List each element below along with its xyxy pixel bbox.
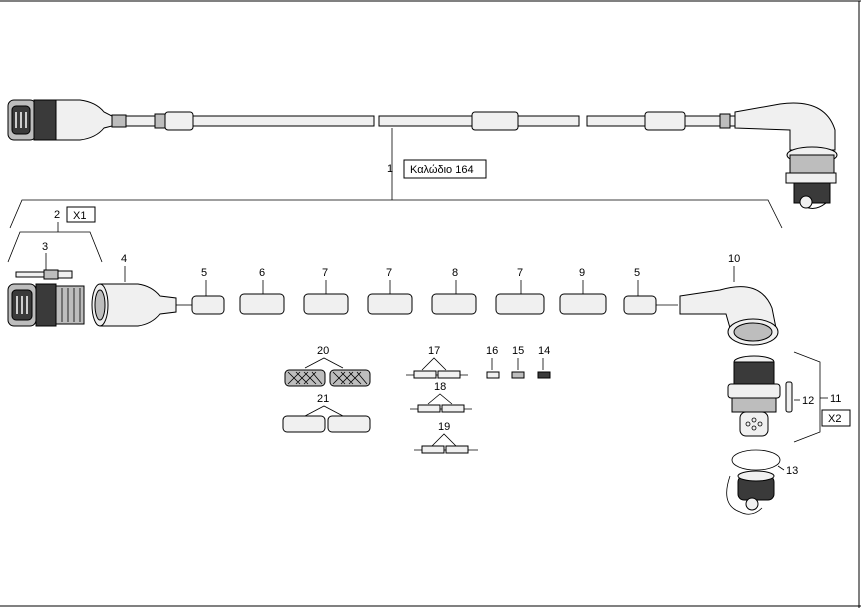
callout-8: 8 xyxy=(452,267,458,279)
callout-18-lines xyxy=(427,393,453,405)
callout-20-lines xyxy=(304,357,344,369)
callout-7b: 7 xyxy=(386,267,392,279)
right-angle-connector-assembled xyxy=(734,102,838,209)
x1-bracket xyxy=(7,231,103,263)
part-21-sleeve xyxy=(282,415,371,433)
part-15-contact xyxy=(511,371,525,379)
ref-x1-box xyxy=(66,206,96,223)
callout-19-lines xyxy=(431,433,457,447)
left-connector-assembled xyxy=(7,99,127,141)
callout-3: 3 xyxy=(42,241,48,253)
callout-2: 2 xyxy=(54,209,60,221)
callout-13: 13 xyxy=(786,465,798,477)
sleeve-1b xyxy=(164,111,194,131)
part-20-braided-sleeve xyxy=(284,369,371,387)
part-17-splice xyxy=(406,370,468,379)
sleeve-2 xyxy=(471,111,519,131)
assembled-cable xyxy=(7,99,838,209)
part-18-splice xyxy=(410,404,472,413)
callout-7c: 7 xyxy=(517,267,523,279)
callout-10: 10 xyxy=(728,253,740,265)
part-3-contact-pin xyxy=(15,269,73,280)
cable-label-box xyxy=(403,159,487,179)
callout-12: 12 xyxy=(802,395,814,407)
callout-17: 17 xyxy=(428,345,440,357)
callout-21: 21 xyxy=(317,393,329,405)
cable-label: Καλώδιο 164 xyxy=(410,164,474,176)
part-4-boot xyxy=(91,283,177,327)
callout-19: 19 xyxy=(438,421,450,433)
callout-5-right: 5 xyxy=(634,267,640,279)
part-10-angled-boot xyxy=(679,286,779,346)
callout-4: 4 xyxy=(121,253,127,265)
callout-16: 16 xyxy=(486,345,498,357)
ref-x2: X2 xyxy=(828,413,841,425)
callout-11: 11 xyxy=(830,393,841,405)
part-7c-tube xyxy=(495,293,545,315)
callout-6: 6 xyxy=(259,267,265,279)
part-7a-tube xyxy=(303,293,349,315)
part-7b-tube xyxy=(367,293,413,315)
callout-13-line xyxy=(777,465,785,471)
part-19-splice xyxy=(414,445,478,454)
x2-bracket xyxy=(793,351,821,443)
main-bracket xyxy=(9,199,783,229)
callout-18: 18 xyxy=(434,381,446,393)
sleeve-3 xyxy=(644,111,686,131)
callout-17-lines xyxy=(421,357,447,371)
ref-x1: X1 xyxy=(73,210,86,222)
part-16-contact xyxy=(486,371,500,379)
part-9-tube xyxy=(559,293,607,315)
callout-20: 20 xyxy=(317,345,329,357)
part-14-contact xyxy=(537,371,551,379)
callout-7a: 7 xyxy=(322,267,328,279)
cable-segment-1 xyxy=(125,115,375,127)
ref-x2-box xyxy=(821,409,851,427)
left-connector-exploded xyxy=(7,283,85,327)
sleeve-1a xyxy=(154,113,166,129)
callout-5-left: 5 xyxy=(201,267,207,279)
part-8-tube xyxy=(431,293,477,315)
callout-1: 1 xyxy=(387,163,393,175)
part-12-pin xyxy=(785,381,793,413)
callout-14: 14 xyxy=(538,345,550,357)
part-5-sleeve-left xyxy=(191,295,225,315)
part-5-sleeve-right xyxy=(623,295,657,315)
callout-15: 15 xyxy=(512,345,524,357)
callout-9: 9 xyxy=(579,267,585,279)
sleeve-3b xyxy=(719,113,731,129)
part-13-protective-cap xyxy=(726,449,781,515)
callout-21-lines xyxy=(304,405,344,417)
part-11-connector-body xyxy=(727,355,781,437)
part-6-tube xyxy=(239,293,285,315)
